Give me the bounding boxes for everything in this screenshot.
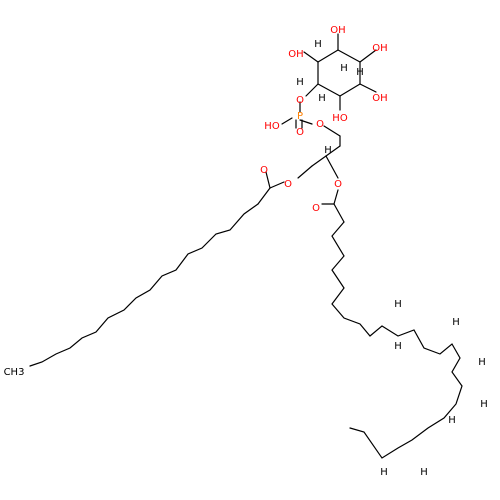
atom-label-h-db4-b: H	[420, 467, 428, 478]
atom-label-ring-h-3: H	[356, 67, 364, 78]
bond	[359, 49, 377, 63]
bond	[269, 181, 285, 189]
bond	[323, 125, 341, 137]
bond	[337, 49, 361, 63]
atom-label-ring-oh-4: OH	[372, 43, 387, 54]
atom-label-ring-h-1: H	[314, 39, 322, 50]
bond	[325, 155, 339, 179]
atom-label-h-db3-b: H	[448, 415, 456, 426]
atom-label-h-db1-a: H	[394, 299, 402, 310]
bond	[257, 187, 271, 205]
bond	[265, 171, 271, 189]
atom-label-h-db2-b: H	[478, 357, 486, 368]
atom-label-h-db1-b: H	[394, 341, 402, 352]
bond	[325, 145, 341, 157]
atom-label-h-db2-a: H	[452, 317, 460, 328]
atom-label-ring-h-4: H	[296, 77, 304, 88]
atom-label-carbonyl-o-left: O	[260, 165, 268, 176]
bond	[317, 83, 341, 97]
atom-label-ring-oh-2: OH	[330, 25, 345, 36]
atom-label-ring-oh-5: OH	[372, 93, 387, 104]
atom-label-p-o-ester: O	[316, 119, 324, 130]
bond	[359, 83, 377, 93]
atom-label-ring-h-5: H	[318, 93, 326, 104]
bond	[281, 117, 293, 125]
atom-label-ring-h-2: H	[340, 63, 348, 74]
atom-label-p-ho: HO	[264, 121, 280, 132]
atom-label-ring-o: O	[296, 95, 304, 106]
atom-label-glyc-h: H	[324, 145, 332, 156]
bond	[333, 189, 339, 205]
atom-label-ring-oh-1: OH	[288, 49, 303, 60]
atom-label-p-dbl-o: O	[296, 127, 304, 138]
atom-label-h-db4-a: H	[380, 467, 388, 478]
atom-label-h-db3-a: H	[480, 399, 488, 410]
arachidonoyl-chain	[331, 221, 463, 459]
palmitoyl-chain	[29, 203, 259, 367]
bond	[305, 83, 319, 97]
atom-label-glyc-o-left: O	[284, 179, 292, 190]
atom-label-p-atom: P	[297, 111, 303, 122]
bond	[317, 49, 339, 63]
atom-label-glyc-o-right: O	[334, 179, 342, 190]
bond	[311, 155, 327, 167]
atom-label-carbonyl-o-right: O	[312, 203, 320, 214]
bond	[297, 165, 313, 179]
atom-label-ring-oh-3: HO	[332, 113, 348, 124]
bond-lines	[257, 33, 377, 223]
atom-label-ch3: CH3	[4, 367, 25, 378]
bond	[333, 203, 345, 223]
bond	[339, 83, 361, 97]
bond	[303, 51, 319, 63]
